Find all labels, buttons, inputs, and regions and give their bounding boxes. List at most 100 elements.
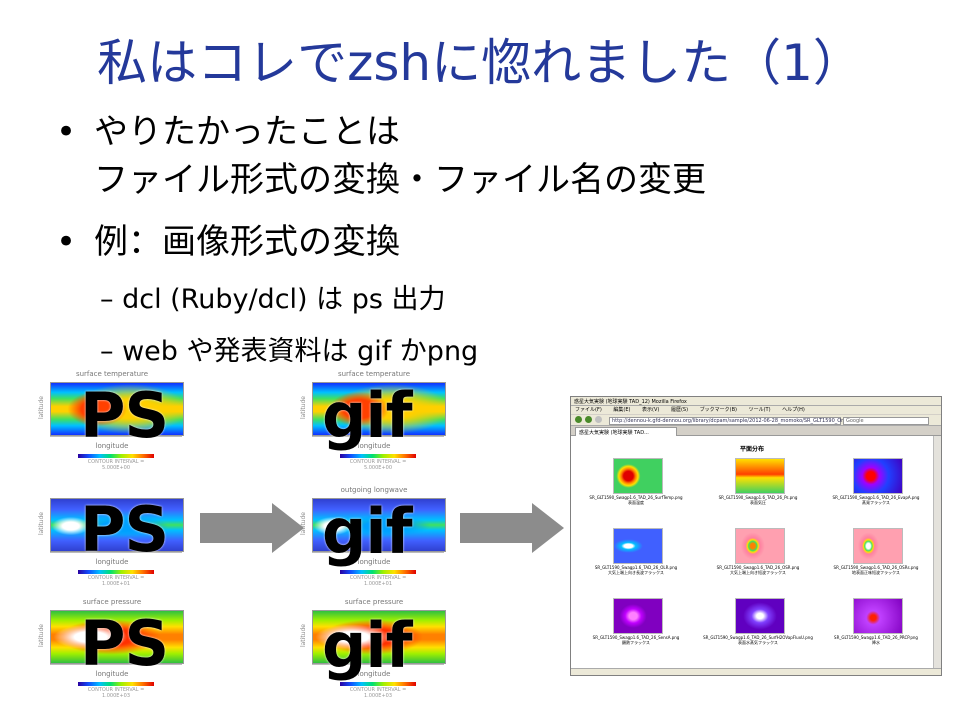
page-content: 平面分布 SR_GLT1590_Swagp1.6_TAD_26_SurfTemp…: [571, 436, 933, 668]
arrow-head: [532, 503, 564, 553]
bullet-goal-line1: やりたかったことは: [94, 112, 400, 152]
page-heading: 平面分布: [739, 446, 764, 453]
result-image[interactable]: [735, 598, 785, 634]
thumb-xlabel: longitude: [95, 558, 129, 566]
result-image[interactable]: [735, 458, 785, 494]
browser-statusbar: [571, 668, 941, 675]
result-image[interactable]: [613, 598, 663, 634]
reload-button-icon[interactable]: [595, 416, 602, 423]
image-label: 地表面正味短波フラックス: [852, 570, 900, 575]
browser-tab[interactable]: 惑星大気実験 (地球実験 TAD...: [575, 427, 677, 436]
search-box[interactable]: Google: [843, 417, 929, 425]
arrow-head: [272, 503, 304, 553]
contour-plot: [312, 498, 446, 552]
plot-axis: [50, 552, 182, 559]
menu-help[interactable]: ヘルプ(H): [782, 407, 805, 413]
thumb-xlabel: longitude: [357, 558, 391, 566]
url-bar[interactable]: http://dennou-k.gfd-dennou.org/library/d…: [609, 417, 898, 425]
contour-plot: [50, 382, 184, 436]
image-cell[interactable]: SR_GLT1590_Swagp1.6_TAD_26_OSRs.png 地表面正…: [821, 528, 931, 598]
gif-label-3: gif: [322, 609, 413, 682]
forward-button-icon[interactable]: [585, 416, 592, 423]
contour-plot: [312, 382, 446, 436]
browser-tab-label: 惑星大気実験 (地球実験 TAD...: [579, 430, 649, 436]
back-button-icon[interactable]: [575, 416, 582, 423]
colorbar: [78, 454, 154, 458]
image-cell[interactable]: SR_GLT1590_Swagp1.6_TAD_26_PRCP.png 降水: [821, 598, 931, 668]
thumb-xlabel: longitude: [95, 442, 129, 450]
contour-interval: CONTOUR INTERVAL = 1.000E+01: [87, 575, 145, 587]
image-filename: SR_GLT1590_Swagp1.6_TAD_26_SensA.png: [592, 635, 680, 640]
contour-plot: [312, 610, 446, 664]
image-label: 表面温度: [628, 500, 644, 505]
image-cell[interactable]: SR_GLT1590_Swagp1.6_TAD_26_OLR.png 大気上端上…: [581, 528, 691, 598]
thumb-ylabel: latitude: [300, 512, 307, 536]
search-placeholder: Google: [846, 418, 864, 424]
result-image[interactable]: [853, 458, 903, 494]
arrow-shaft: [460, 513, 536, 543]
menu-tools[interactable]: ツール(T): [748, 407, 771, 413]
image-label: 降水: [872, 640, 880, 645]
menu-history[interactable]: 履歴(S): [670, 407, 689, 413]
image-cell[interactable]: SR_GLT1590_Swagp1.6_TAD_26_SurfTemp.png …: [581, 458, 691, 528]
ps-thumbnail-olr: latitude longitude CONTOUR INTERVAL = 1.…: [38, 496, 186, 587]
image-filename: SR_GLT1590_Swagp1.6_TAD_26_EvapA.png: [832, 495, 920, 500]
colorbar: [78, 570, 154, 574]
image-cell[interactable]: SR_GLT1590_Swagp1.6_TAD_26_Ps.png 表面気圧: [703, 458, 813, 528]
colorbar: [78, 682, 154, 686]
menu-file[interactable]: ファイル(F): [575, 407, 602, 413]
arrow-shaft: [200, 513, 276, 543]
thumb-caption: surface pressure: [344, 598, 404, 606]
plot-axis: [50, 436, 182, 443]
thumb-xlabel: longitude: [357, 670, 391, 678]
image-label: 表面水蒸気フラックス: [738, 640, 778, 645]
plot-axis: [312, 552, 444, 559]
bullet-example-line1: 例：画像形式の変換: [94, 222, 400, 262]
result-image[interactable]: [735, 528, 785, 564]
result-image[interactable]: [853, 528, 903, 564]
menu-edit[interactable]: 編集(E): [613, 407, 631, 413]
thumb-caption: surface temperature: [337, 370, 411, 378]
arrow-gif-to-web: [460, 503, 564, 553]
menu-view[interactable]: 表示(V): [642, 407, 660, 413]
ps-label-3: PS: [80, 607, 169, 680]
subbullet-web: – web や発表資料は gif かpng: [100, 336, 479, 367]
ps-thumbnail-pressure: surface pressure latitude longitude CONT…: [38, 598, 186, 699]
result-image[interactable]: [613, 528, 663, 564]
image-cell[interactable]: SR_GLT1590_Swagp1.6_TAD_26_SensA.png 顕熱フ…: [581, 598, 691, 668]
image-filename: SR_GLT1590_Swagp1.6_TAD_26_OSR.png: [716, 565, 800, 570]
gif-thumbnail-temperature: surface temperature latitude longitude C…: [300, 370, 448, 471]
plot-axis: [50, 664, 182, 671]
image-cell[interactable]: SR_GLT1590_Swagp1.6_TAD_26_OSR.png 大気上端上…: [703, 528, 813, 598]
image-label: 蒸発フラックス: [862, 500, 890, 505]
image-filename: SR_GLT1590_Swagp1.6_TAD_26_OLR.png: [594, 565, 678, 570]
gif-thumbnail-olr: outgoing longwave latitude longitude CON…: [300, 486, 448, 587]
image-cell[interactable]: SR_GLT1590_Swagp1.6_TAD_26_SurfH2OVapFlu…: [703, 598, 813, 668]
result-image[interactable]: [613, 458, 663, 494]
plot-axis: [312, 664, 444, 671]
browser-titlebar: 惑星大気実験 (地球実験 TAD_12) Mozilla Firefox: [571, 397, 941, 406]
contour-interval: CONTOUR INTERVAL = 1.000E+01: [349, 575, 407, 587]
slide-title: 私はコレでzshに惚れました（1）: [97, 34, 863, 92]
image-label: 大気上端上向き長波フラックス: [608, 570, 664, 575]
image-filename: SR_GLT1590_Swagp1.6_TAD_26_SurfH2OVapFlu…: [703, 635, 813, 640]
colorbar: [340, 682, 416, 686]
thumb-ylabel: latitude: [38, 512, 45, 536]
image-cell[interactable]: SR_GLT1590_Swagp1.6_TAD_26_EvapA.png 蒸発フ…: [821, 458, 931, 528]
browser-title: 惑星大気実験 (地球実験 TAD_12) Mozilla Firefox: [574, 399, 687, 405]
thumb-caption: surface temperature: [75, 370, 149, 378]
thumb-caption: outgoing longwave: [340, 486, 408, 494]
subbullet-dcl: – dcl (Ruby/dcl) は ps 出力: [100, 284, 446, 315]
result-image[interactable]: [853, 598, 903, 634]
vertical-scrollbar[interactable]: [933, 436, 941, 668]
menu-bookmarks[interactable]: ブックマーク(B): [699, 407, 737, 413]
url-text: http://dennou-k.gfd-dennou.org/library/d…: [612, 418, 898, 424]
gif-thumbnail-pressure: surface pressure latitude longitude CONT…: [300, 598, 448, 699]
contour-plot: [50, 610, 184, 664]
browser-menubar: ファイル(F) 編集(E) 表示(V) 履歴(S) ブックマーク(B) ツール(…: [571, 406, 941, 414]
thumb-ylabel: latitude: [38, 624, 45, 648]
contour-interval: CONTOUR INTERVAL = 5.000E+00: [87, 459, 145, 471]
bullet-dot: •: [56, 222, 77, 262]
ps-label-1: PS: [80, 379, 169, 452]
image-label: 顕熱フラックス: [622, 640, 650, 645]
